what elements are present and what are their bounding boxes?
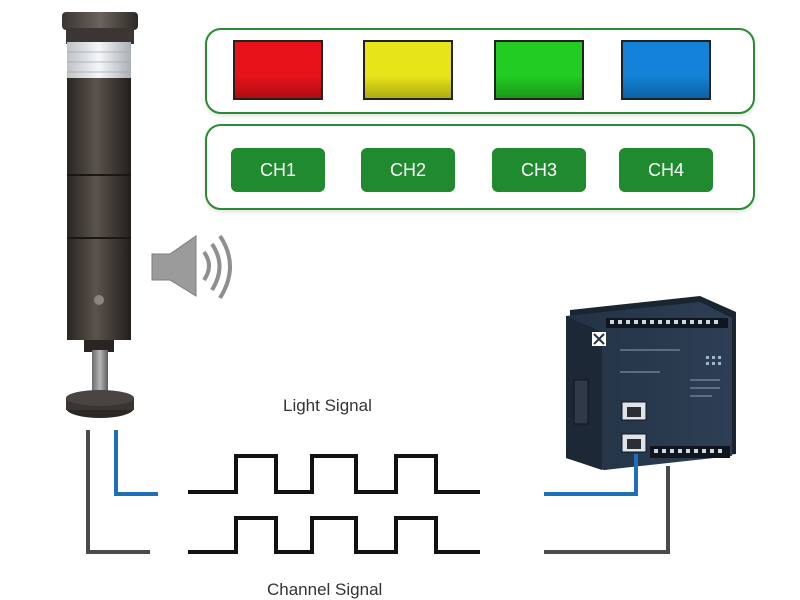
color-swatch-red xyxy=(233,40,323,100)
channel-wire-left xyxy=(86,430,150,554)
channel-button-4[interactable]: CH4 xyxy=(619,148,713,192)
channel-wire-right xyxy=(544,466,670,554)
channel-signal-label: Channel Signal xyxy=(267,580,383,599)
channel-button-3[interactable]: CH3 xyxy=(492,148,586,192)
light-wire-right xyxy=(544,454,638,496)
light-wire-left xyxy=(114,430,158,496)
speaker-icon xyxy=(151,234,232,300)
light-signal-label: Light Signal xyxy=(283,396,372,415)
plc-wiring xyxy=(544,454,670,554)
color-swatch-yellow xyxy=(363,40,453,100)
channel-button-1[interactable]: CH1 xyxy=(231,148,325,192)
tower-wiring xyxy=(86,430,158,554)
channel-button-2[interactable]: CH2 xyxy=(361,148,455,192)
color-swatch-green xyxy=(494,40,584,100)
plc-controller-icon xyxy=(566,296,736,470)
color-panel xyxy=(205,28,755,114)
signal-tower-icon xyxy=(62,12,138,418)
light-signal-wave xyxy=(188,454,480,494)
channel-signal-wave xyxy=(188,516,480,554)
channel-panel: CH1 CH2 CH3 CH4 xyxy=(205,124,755,210)
color-swatch-blue xyxy=(621,40,711,100)
